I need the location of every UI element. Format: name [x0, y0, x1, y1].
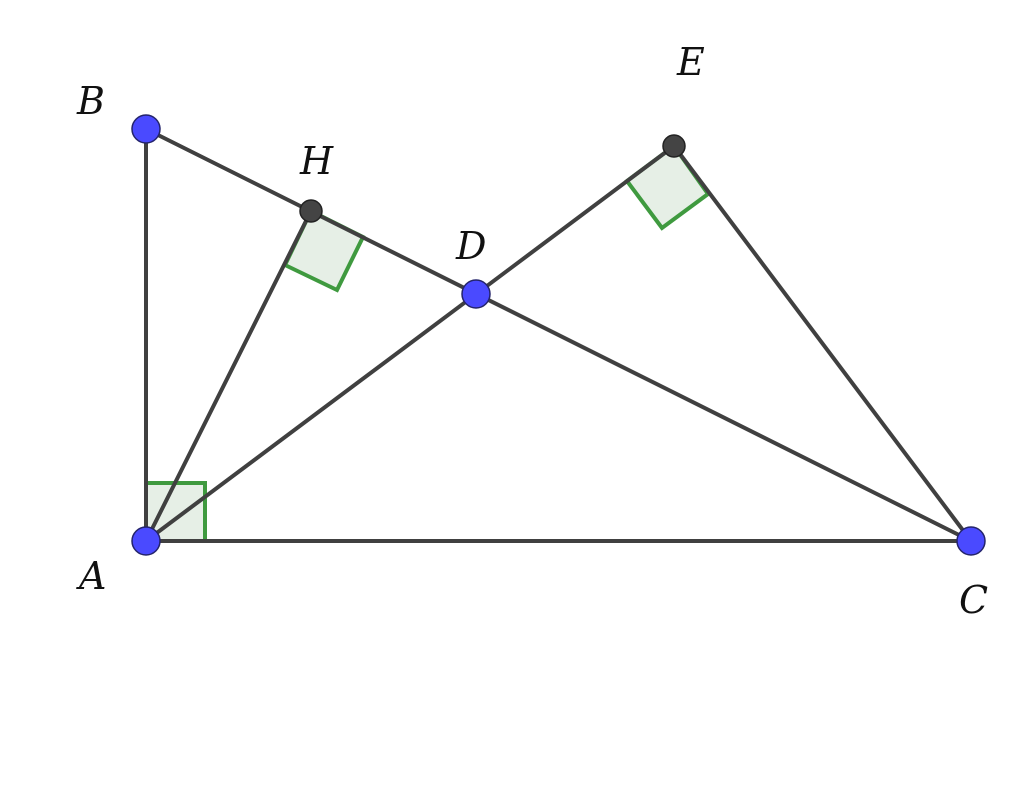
label-b: B: [76, 79, 105, 123]
right-angle-marker-e: [624, 143, 711, 231]
point-d[interactable]: [461, 279, 491, 309]
segment-bc: [144, 127, 973, 543]
right-angle-marker-h: [282, 208, 366, 293]
label-h: H: [299, 139, 334, 183]
label-e: E: [676, 40, 705, 84]
segment-ah: [144, 209, 313, 543]
point-c[interactable]: [956, 526, 986, 556]
label-c: C: [959, 578, 988, 622]
label-a: A: [76, 554, 106, 598]
point-a[interactable]: [131, 526, 161, 556]
point-b[interactable]: [131, 114, 161, 144]
segment-ce: [672, 144, 973, 543]
label-d: D: [455, 224, 486, 268]
point-h[interactable]: [299, 199, 323, 223]
segment-ae: [144, 144, 676, 543]
point-e[interactable]: [662, 134, 686, 158]
